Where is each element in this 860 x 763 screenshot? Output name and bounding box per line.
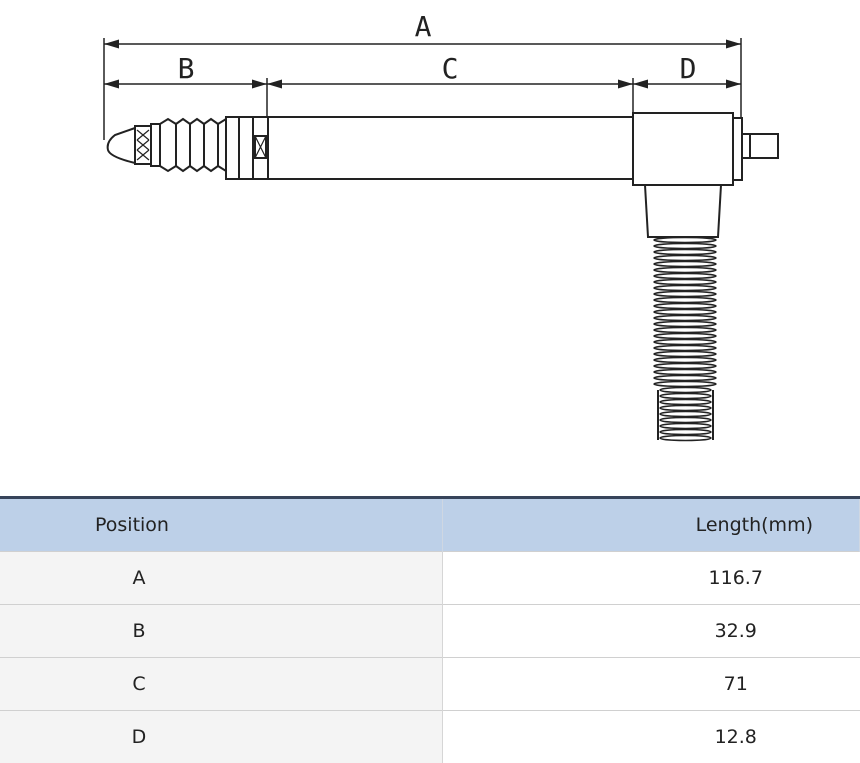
spring-coil <box>654 352 716 357</box>
cell-length: 71 <box>443 658 860 711</box>
table-header-row: Position Length(mm) <box>0 498 860 552</box>
spring-coil <box>654 244 716 249</box>
label-d: D <box>680 52 697 85</box>
spring-coil <box>654 340 716 345</box>
spring-coil <box>654 322 716 327</box>
header-length: Length(mm) <box>443 498 860 552</box>
cell-position: C <box>0 658 443 711</box>
spring-coil <box>660 406 711 411</box>
label-a: A <box>415 10 432 43</box>
spring-coil <box>654 280 716 285</box>
spring-coil <box>660 394 711 399</box>
spring-coil <box>654 382 716 387</box>
spring-coil <box>654 328 716 333</box>
cell-length: 32.9 <box>443 605 860 658</box>
label-c: C <box>442 52 459 85</box>
spring-coil <box>654 286 716 291</box>
spring-coil <box>660 388 711 393</box>
spring-coil <box>654 268 716 273</box>
spring-coil <box>654 334 716 339</box>
spring-coil <box>654 310 716 315</box>
spring-coil <box>654 316 716 321</box>
header-position: Position <box>0 498 443 552</box>
spring-coil <box>660 400 711 405</box>
spring-coil <box>654 304 716 309</box>
spring-coil <box>660 436 711 441</box>
probe-body <box>108 113 778 441</box>
cell-position: A <box>0 552 443 605</box>
spring-coil <box>654 292 716 297</box>
cell-length: 116.7 <box>443 552 860 605</box>
spring-coil <box>654 364 716 369</box>
spring-coil <box>654 250 716 255</box>
spring-coil <box>654 298 716 303</box>
spring-coil <box>654 358 716 363</box>
label-b: B <box>178 52 195 85</box>
cell-position: D <box>0 711 443 763</box>
spring-coil <box>654 238 716 243</box>
spring-coil <box>654 376 716 381</box>
spring-coil <box>654 274 716 279</box>
spring-coil <box>660 430 711 435</box>
spring-coil <box>660 412 711 417</box>
probe-dimension-drawing: A B C D <box>0 0 860 470</box>
spring-coil <box>654 256 716 261</box>
spring-coil <box>660 424 711 429</box>
spring-coil <box>654 346 716 351</box>
cell-length: 12.8 <box>443 711 860 763</box>
dimension-lines <box>104 38 741 140</box>
spring-coil <box>660 418 711 423</box>
cable-spring <box>654 238 716 441</box>
spring-coil <box>654 262 716 267</box>
cell-position: B <box>0 605 443 658</box>
spring-coil <box>654 370 716 375</box>
